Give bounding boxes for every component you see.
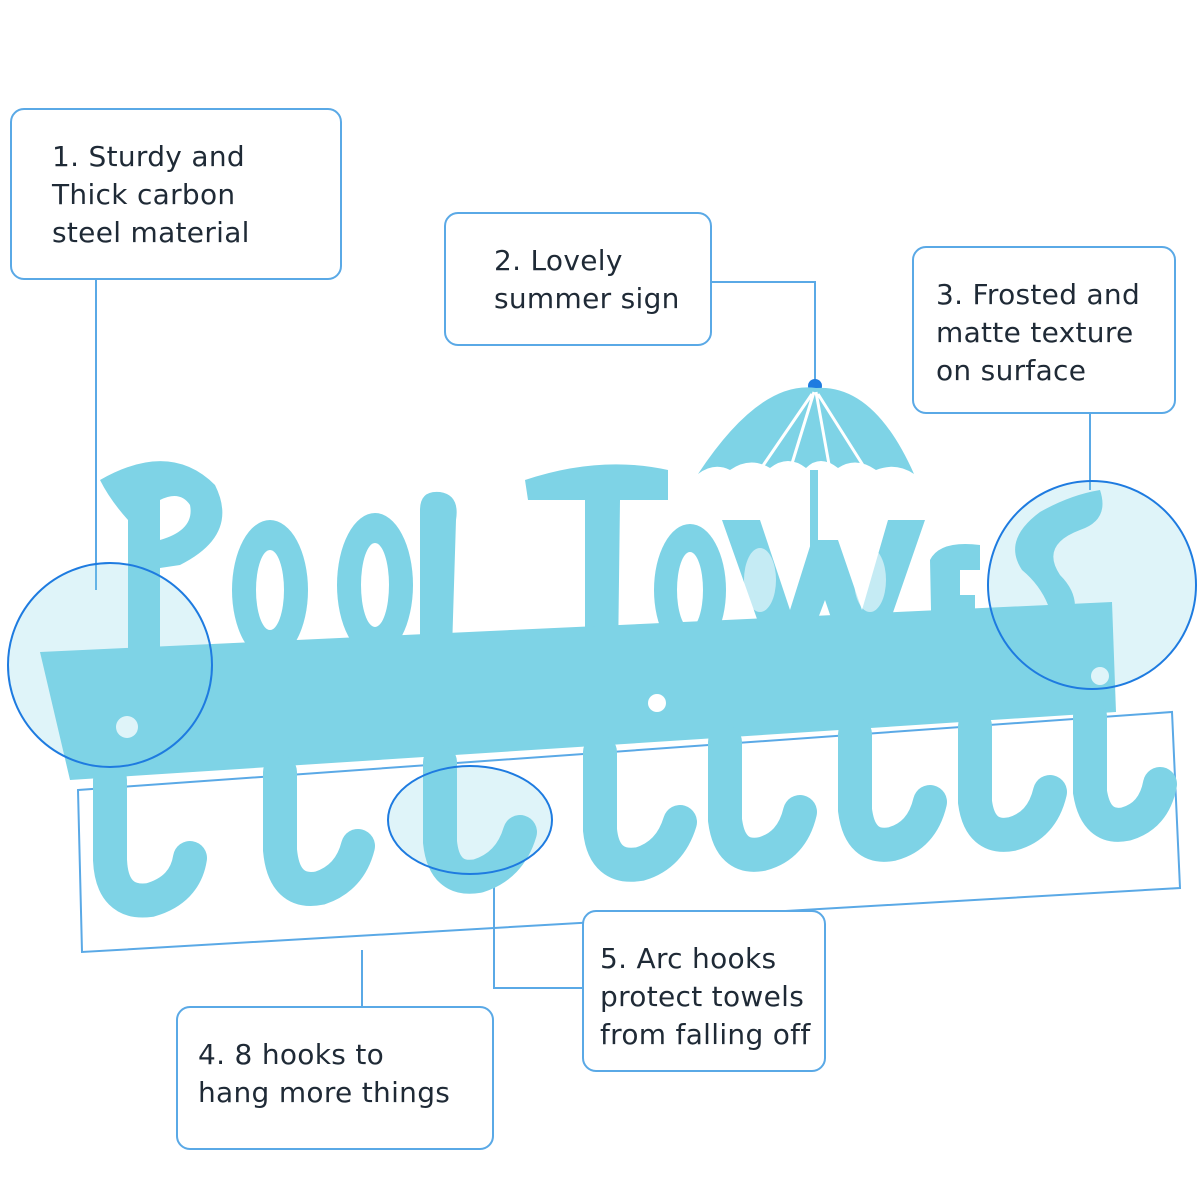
mounting-bar [40, 602, 1116, 780]
callout-arc-hooks: 5. Arc hooks protect towels from falling… [582, 910, 826, 1072]
callout-hooks-line-2: hang more things [198, 1076, 451, 1109]
callout-hook-count: 4. 8 hooks to hang more things [176, 1006, 494, 1150]
callout-material-line-2: Thick carbon [52, 178, 236, 211]
callout-texture-line-1: 3. Frosted and [936, 278, 1141, 311]
callout-texture-line-3: on surface [936, 354, 1087, 387]
detail-circles [7, 480, 1197, 875]
callout-arc-line-2: protect towels [600, 980, 805, 1013]
callout-summer-sign: 2. Lovely summer sign [444, 212, 712, 346]
sign-lettering [100, 461, 1103, 675]
leader-lines [76, 280, 1182, 1006]
zoom-circle-texture [987, 480, 1197, 690]
callout-material: 1. Sturdy and Thick carbon steel materia… [10, 108, 342, 280]
zoom-circle-hook [387, 765, 553, 875]
screw-hole-right [1091, 667, 1109, 685]
screw-hole-left [116, 716, 138, 738]
callout-texture-line-2: matte texture [936, 316, 1134, 349]
callout-arc-line-1: 5. Arc hooks [600, 942, 777, 975]
callout-material-line-3: steel material [52, 216, 250, 249]
callout-sign-line-1: 2. Lovely [494, 244, 623, 277]
callout-sign-line-2: summer sign [494, 282, 680, 315]
hooks [93, 699, 1177, 918]
umbrella-icon [698, 387, 914, 560]
screw-hole-center [648, 694, 666, 712]
callout-material-line-1: 1. Sturdy and [52, 140, 245, 173]
callout-arc-line-3: from falling off [600, 1018, 811, 1051]
zoom-circle-material [7, 562, 213, 768]
callout-texture: 3. Frosted and matte texture on surface [912, 246, 1176, 414]
callout-hooks-line-1: 4. 8 hooks to [198, 1038, 385, 1071]
